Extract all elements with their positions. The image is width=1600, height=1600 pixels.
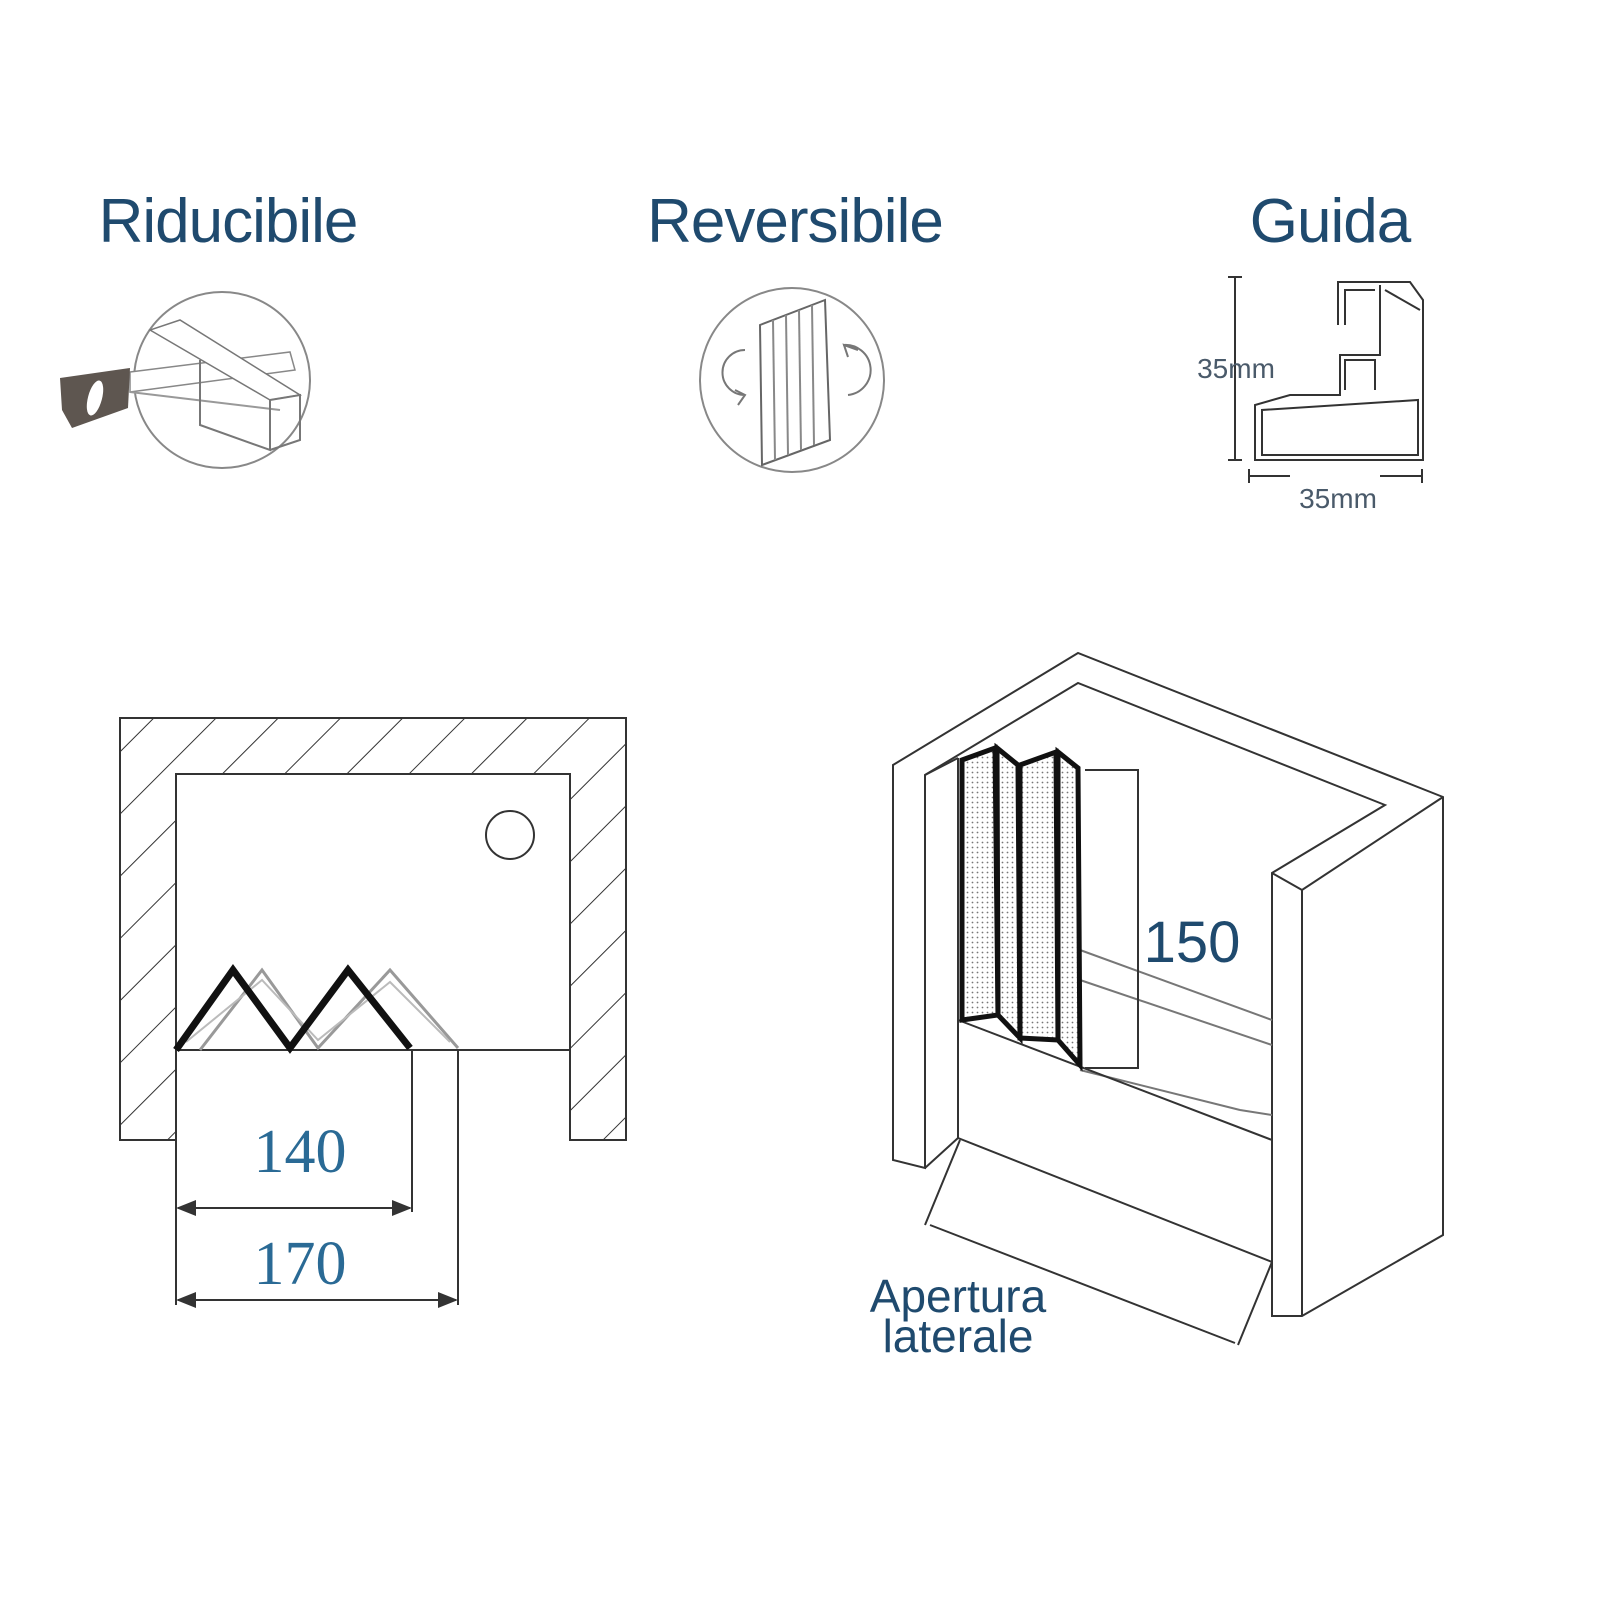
guide-width-label: 35mm (1299, 483, 1377, 514)
inner-width-label: 140 (254, 1118, 347, 1186)
guide-profile-section-icon: 35mm 35mm (1197, 276, 1424, 514)
drain-icon (485, 810, 535, 860)
folding-door (173, 964, 413, 1054)
reversible-panel-icon (699, 287, 885, 473)
feature-title-riducibile: Riducibile (99, 187, 358, 256)
opening-label-line2: laterale (883, 1310, 1034, 1362)
feature-title-reversibile: Reversibile (647, 187, 943, 256)
bathtub-perspective: 150 Apertura laterale (870, 651, 1444, 1362)
feature-title-guida: Guida (1250, 187, 1412, 256)
floor-plan: 140 170 (119, 717, 627, 1308)
guide-height-label: 35mm (1197, 353, 1275, 384)
outer-width-label: 170 (254, 1230, 347, 1298)
opening-label-line1: Apertura (870, 1270, 1047, 1322)
height-label: 150 (1144, 910, 1241, 975)
saw-cutting-profile-icon (60, 291, 311, 469)
folding-door (959, 742, 1083, 1072)
